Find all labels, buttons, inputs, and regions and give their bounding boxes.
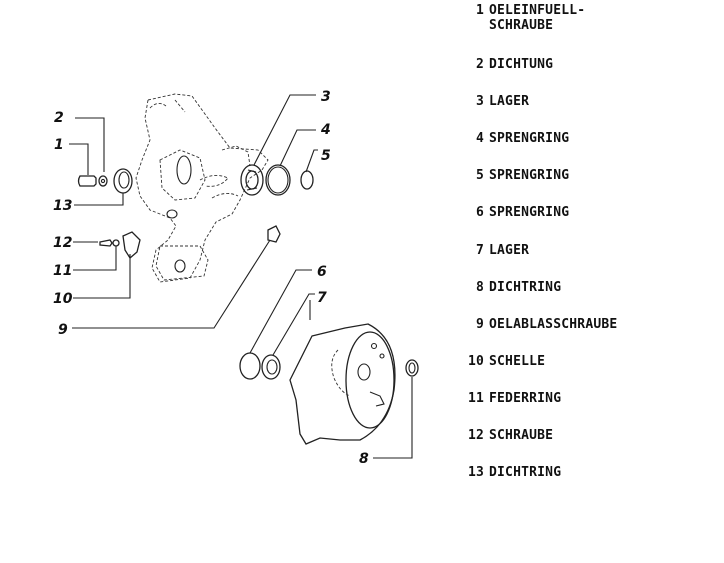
spring-washer-11 [112, 239, 120, 247]
callout-13: 13 [53, 198, 72, 214]
callout-5: 5 [321, 148, 331, 164]
legend-label: LAGER [489, 94, 530, 109]
gasket-2 [98, 175, 108, 187]
snap-ring-6 [239, 352, 261, 380]
legend-number: 8 [475, 280, 484, 295]
legend-item: 4 SPRENGRING [458, 131, 569, 146]
legend-number: 11 [467, 391, 484, 406]
legend-item: 2 DICHTUNG [458, 57, 553, 72]
legend-item: 8 DICHTRING [458, 280, 561, 295]
legend-item: 3 LAGER [458, 94, 529, 109]
legend-label: DICHTRING [489, 465, 562, 480]
legend-item: 5 SPRENGRING [458, 168, 569, 183]
legend-item: 1 OELEINFUELL- SCHRAUBE [458, 3, 585, 33]
legend-label: SPRENGRING [489, 205, 570, 220]
legend-label: LAGER [489, 243, 530, 258]
callout-6: 6 [317, 264, 327, 280]
callout-1: 1 [54, 137, 64, 153]
callout-2: 2 [54, 110, 64, 126]
callout-numbers: 1 2 3 4 5 6 7 8 9 10 11 12 13 [53, 89, 369, 467]
legend-number: 9 [475, 317, 484, 332]
legend-number: 2 [475, 57, 484, 72]
legend-number: 3 [475, 94, 484, 109]
legend-label: DICHTUNG [489, 57, 554, 72]
legend-label: SCHRAUBE [489, 428, 554, 443]
crankcase-cover [289, 323, 396, 445]
legend-label: DICHTRING [489, 280, 562, 295]
legend-item: 12 SCHRAUBE [458, 428, 553, 443]
legend-number: 10 [467, 354, 484, 369]
legend-item: 11 FEDERRING [458, 391, 561, 406]
callout-8: 8 [359, 451, 369, 467]
drain-plug-9 [267, 225, 281, 243]
legend-number: 12 [467, 428, 484, 443]
legend-label: SPRENGRING [489, 131, 570, 146]
legend-item: 10 SCHELLE [458, 354, 545, 369]
bearing-7 [261, 354, 281, 380]
crankcase-main [135, 93, 269, 283]
callout-3: 3 [321, 89, 331, 105]
seal-8 [405, 359, 419, 377]
snap-ring-4 [265, 164, 291, 196]
legend-number: 1 [475, 3, 484, 18]
callout-4: 4 [320, 122, 331, 138]
callout-12: 12 [53, 235, 72, 251]
callout-7: 7 [317, 290, 327, 306]
legend-item: 9 OELABLASSCHRAUBE [458, 317, 617, 332]
leader-lines [69, 94, 413, 459]
legend-number: 4 [475, 131, 484, 146]
snap-ring-5 [300, 170, 314, 190]
seal-13 [113, 168, 133, 194]
legend-number: 13 [467, 465, 484, 480]
legend-number: 5 [475, 168, 484, 183]
bearing-3 [240, 164, 264, 196]
fill-screw-1 [77, 175, 97, 187]
legend-item: 13 DICHTRING [458, 465, 561, 480]
legend-label: SCHELLE [489, 354, 546, 369]
callout-9: 9 [58, 322, 68, 338]
callout-11: 11 [53, 263, 72, 279]
legend-number: 6 [475, 205, 484, 220]
legend-item: 7 LAGER [458, 243, 529, 258]
legend-label: OELEINFUELL- SCHRAUBE [489, 3, 586, 33]
legend-label: OELABLASSCHRAUBE [489, 317, 618, 332]
screw-12 [99, 239, 113, 247]
callout-10: 10 [53, 291, 73, 307]
legend-number: 7 [475, 243, 484, 258]
legend-item: 6 SPRENGRING [458, 205, 569, 220]
legend-label: FEDERRING [489, 391, 562, 406]
legend-label: SPRENGRING [489, 168, 570, 183]
clamp-10 [122, 231, 141, 259]
